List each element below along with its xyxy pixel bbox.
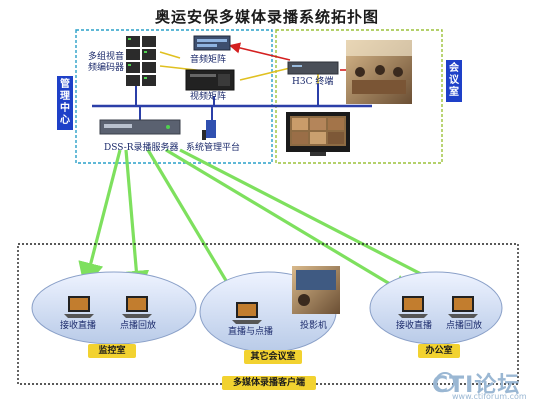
conference-room-photo: [346, 40, 412, 104]
management-center-label: 管理中心: [57, 76, 73, 130]
video-matrix-icon: [185, 69, 235, 91]
watermark-globe-icon: [435, 372, 455, 392]
arrow-meeting: [146, 149, 244, 310]
projector-photo: [292, 266, 340, 314]
laptop-icon: [122, 296, 152, 318]
h3c-terminal-icon: [287, 61, 339, 75]
h3c-label: H3C 终端: [292, 77, 334, 87]
monitor-room-badge: 监控室: [88, 344, 136, 358]
management-center-frame: [75, 29, 273, 164]
monitor-live-label: 接收直播: [60, 321, 97, 331]
arrow-monitor-live: [78, 149, 122, 289]
audio-matrix-label: 音频矩阵: [190, 55, 227, 65]
watermark-url: www.ctiforum.com: [452, 392, 527, 401]
conference-room-frame: [275, 29, 443, 164]
arrow-monitor-vod: [123, 149, 150, 297]
laptop-icon: [398, 296, 428, 318]
dss-server-label: DSS-R录播服务器: [104, 143, 179, 153]
conference-tv-icon: [286, 112, 350, 156]
clients-badge: 多媒体录播客户端: [222, 376, 316, 390]
laptop-icon: [448, 296, 478, 318]
monitor-vod-label: 点播回放: [120, 321, 157, 331]
meeting-room-badge: 其它会议室: [244, 350, 302, 364]
encoder-label: 多组视音频编码器: [88, 52, 125, 73]
diagram-title: 奥运安保多媒体录播系统拓扑图: [154, 8, 379, 26]
monitor-room-ellipse: [31, 271, 197, 345]
laptop-icon: [232, 302, 262, 324]
office-badge: 办公室: [418, 344, 460, 358]
conference-room-label: 会议室: [446, 60, 462, 102]
audio-signal-line: [159, 51, 181, 59]
arrow-office-vod: [179, 148, 462, 295]
projector-label: 投影机: [300, 321, 328, 331]
management-pc-icon: [202, 120, 216, 140]
mgmt-platform-label: 系统管理平台: [186, 143, 241, 153]
audio-return-arrow: [228, 42, 291, 61]
dss-server-icon: [99, 119, 181, 135]
watermark-logo: CTI论坛: [432, 373, 521, 398]
laptop-icon: [64, 296, 94, 318]
audio-matrix-icon: [193, 35, 231, 51]
video-signal-line: [239, 67, 291, 81]
office-live-label: 接收直播: [396, 321, 433, 331]
arrow-office-live: [165, 148, 416, 300]
encoder-stack-icon: [126, 36, 156, 86]
video-matrix-label: 视频矩阵: [190, 92, 227, 102]
office-vod-label: 点播回放: [446, 321, 483, 331]
office-ellipse: [369, 271, 503, 345]
meeting-live-vod-label: 直播与点播: [228, 327, 274, 337]
